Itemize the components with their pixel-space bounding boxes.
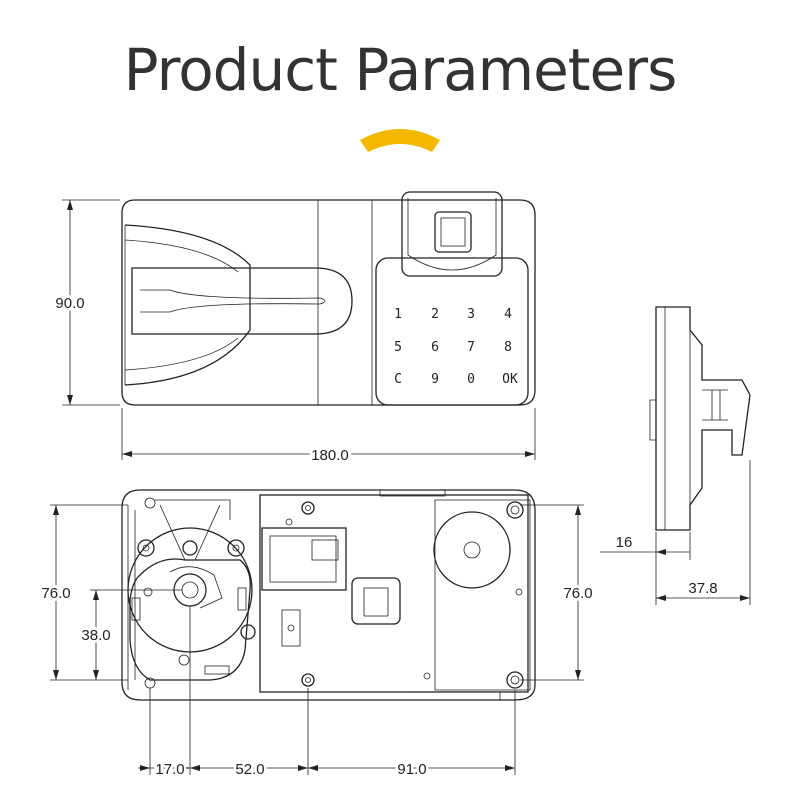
dim-front-width: 180.0 xyxy=(311,447,349,464)
dim-back-52: 52.0 xyxy=(235,761,264,778)
dim-back-17: 17.0 xyxy=(155,761,184,778)
key-0: 0 xyxy=(467,372,475,387)
dim-front-height: 90.0 xyxy=(55,295,84,312)
side-view: 16 37.8 xyxy=(600,306,751,605)
dim-back-91: 91.0 xyxy=(397,761,426,778)
key-6: 6 xyxy=(431,340,439,355)
key-ok: OK xyxy=(502,372,518,387)
dim-back-height-left: 76.0 xyxy=(41,585,70,602)
dim-side-37-8: 37.8 xyxy=(688,580,717,597)
accent-arc xyxy=(360,129,440,152)
key-c: C xyxy=(394,372,402,387)
key-3: 3 xyxy=(467,307,475,322)
back-view: 76.0 38.0 76.0 17.0 52.0 91.0 xyxy=(38,489,596,781)
dim-back-height-right: 76.0 xyxy=(563,585,592,602)
key-5: 5 xyxy=(394,340,402,355)
key-7: 7 xyxy=(467,340,475,355)
key-1: 1 xyxy=(394,307,402,322)
key-9: 9 xyxy=(431,372,439,387)
page-title: Product Parameters xyxy=(123,36,678,104)
key-2: 2 xyxy=(431,307,439,322)
key-8: 8 xyxy=(504,340,512,355)
front-view: 1 2 3 4 5 6 7 8 C 9 0 OK 90.0 180.0 xyxy=(52,191,536,467)
key-4: 4 xyxy=(504,307,512,322)
dim-back-mid-height: 38.0 xyxy=(81,627,110,644)
dim-side-16: 16 xyxy=(616,534,633,551)
